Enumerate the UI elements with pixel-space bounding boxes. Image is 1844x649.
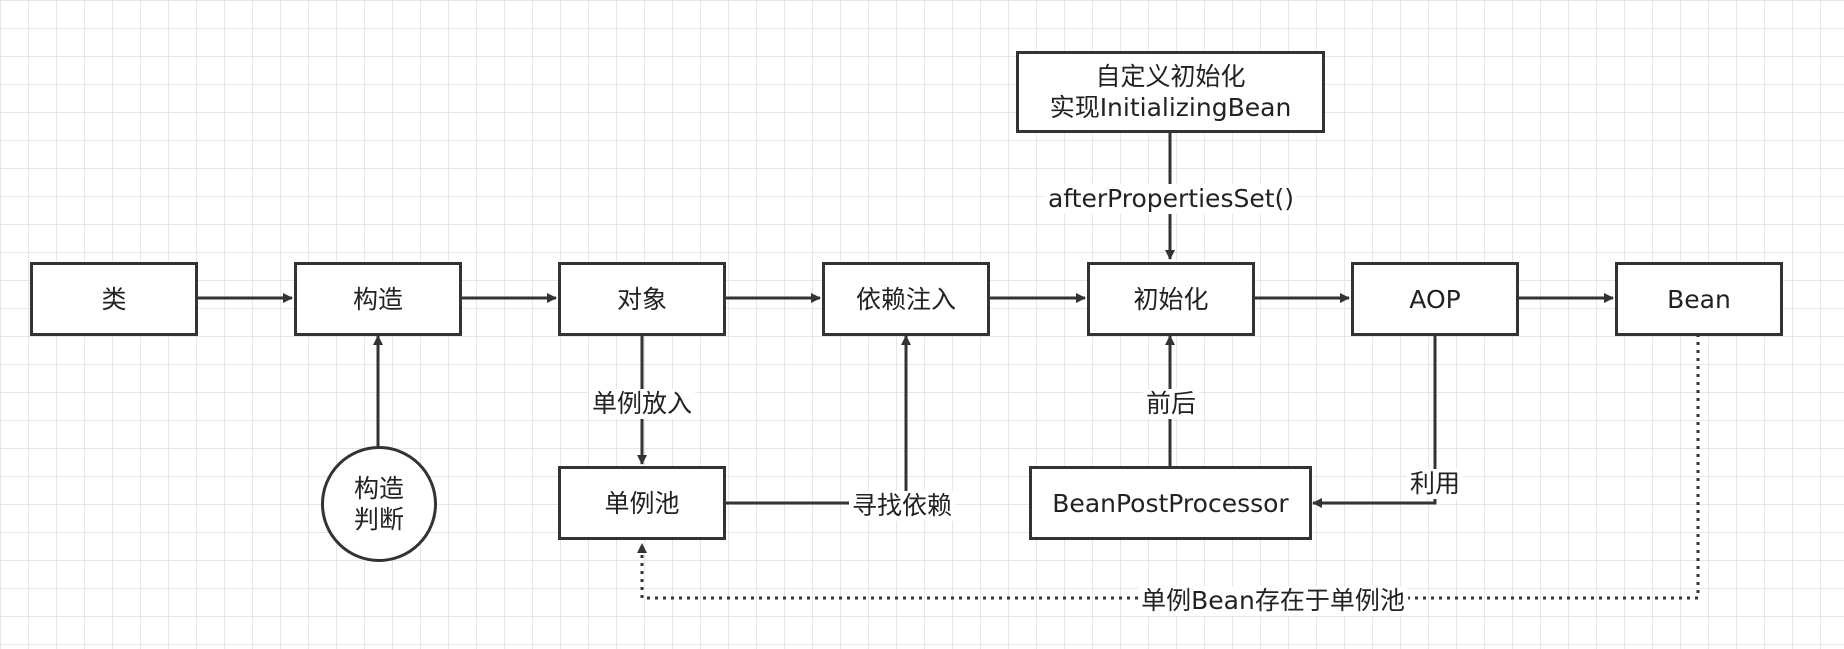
node-aop[interactable]: AOP: [1351, 262, 1519, 336]
node-class[interactable]: 类: [30, 262, 198, 336]
node-object[interactable]: 对象: [558, 262, 726, 336]
node-custom-init-line1: 自定义初始化: [1095, 62, 1246, 91]
node-class-label: 类: [101, 284, 127, 314]
edge-label-use: 利用: [1406, 469, 1464, 499]
node-dependency-injection[interactable]: 依赖注入: [822, 262, 990, 336]
node-construct-judge-line1: 构造: [353, 474, 404, 503]
edge-label-singleton-bean-in-pool: 单例Bean存在于单例池: [1138, 586, 1408, 616]
node-construct-judge-label: 构造 判断: [354, 473, 404, 535]
node-custom-init[interactable]: 自定义初始化 实现InitializingBean: [1016, 51, 1325, 133]
node-bean-post-processor-label: BeanPostProcessor: [1052, 488, 1289, 518]
node-construct-label: 构造: [352, 284, 403, 314]
node-object-label: 对象: [616, 284, 667, 314]
node-construct[interactable]: 构造: [294, 262, 462, 336]
node-singleton-pool[interactable]: 单例池: [558, 466, 726, 540]
node-singleton-pool-label: 单例池: [604, 488, 680, 518]
node-initialize[interactable]: 初始化: [1087, 262, 1255, 336]
node-custom-init-line2: 实现InitializingBean: [1049, 93, 1292, 122]
edge-label-before-after: 前后: [1142, 389, 1200, 419]
node-bean[interactable]: Bean: [1615, 262, 1783, 336]
edge-label-find-dependency: 寻找依赖: [848, 491, 956, 521]
edge-label-after-properties-set: afterPropertiesSet(): [1044, 184, 1298, 214]
node-construct-judge-line2: 判断: [353, 505, 404, 534]
node-custom-init-label: 自定义初始化 实现InitializingBean: [1050, 61, 1292, 123]
node-bean-post-processor[interactable]: BeanPostProcessor: [1029, 466, 1312, 540]
edge-label-singleton-put: 单例放入: [588, 389, 696, 419]
node-initialize-label: 初始化: [1133, 284, 1209, 314]
node-construct-judge[interactable]: 构造 判断: [321, 446, 437, 562]
edge-aop-to-bpp: [1312, 334, 1437, 508]
node-aop-label: AOP: [1409, 284, 1461, 314]
node-dependency-injection-label: 依赖注入: [855, 284, 956, 314]
edge-pool-to-injection: [724, 335, 911, 505]
node-bean-label: Bean: [1667, 284, 1731, 314]
